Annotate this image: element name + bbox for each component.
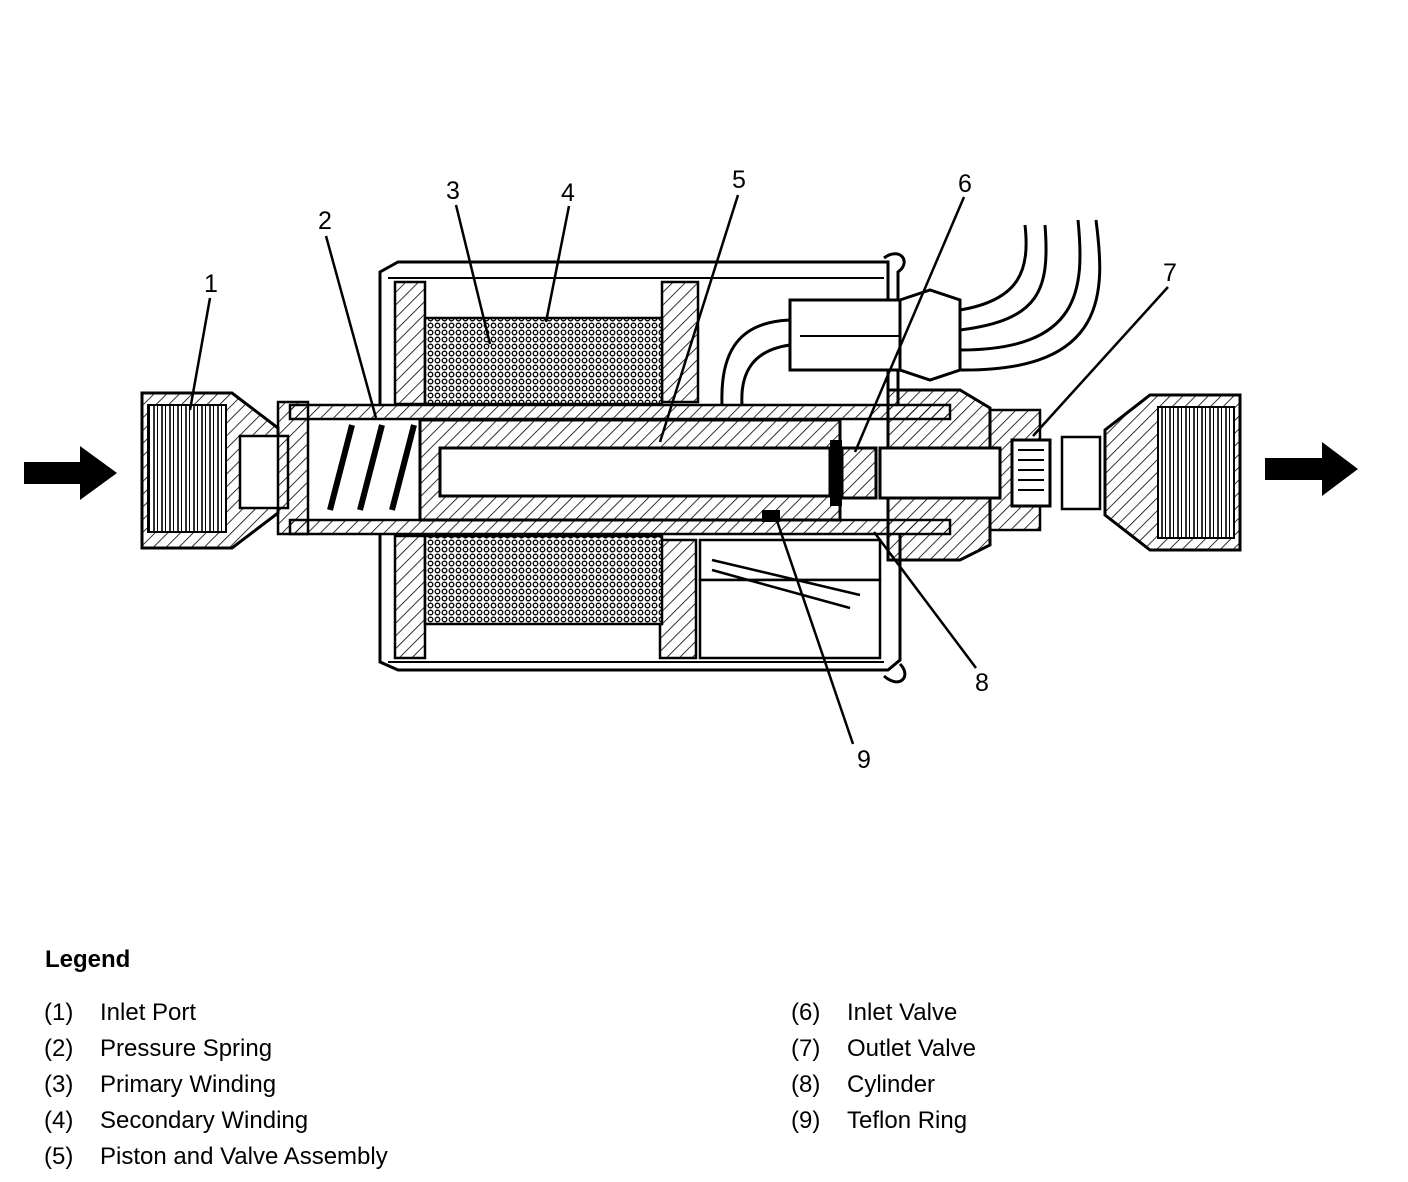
legend-item-label: Teflon Ring: [847, 1107, 968, 1134]
inlet-flow-arrow: [24, 446, 117, 500]
callout-7: 7: [1163, 259, 1177, 287]
legend-item: (8) Cylinder: [791, 1067, 976, 1103]
legend-item-number: (7): [791, 1035, 821, 1062]
legend-item-number: (1): [44, 999, 74, 1026]
fuel-pump-cross-section-diagram: 1 2 3 4 5 6 7 8 9: [24, 166, 1358, 774]
callout-5: 5: [732, 166, 746, 194]
piston-and-valve-assembly: [418, 418, 842, 522]
legend-item-label: Cylinder: [847, 1071, 936, 1098]
legend-item-number: (2): [44, 1035, 74, 1062]
legend-item: (4) Secondary Winding: [44, 1103, 388, 1139]
callout-6: 6: [958, 170, 972, 198]
legend-right-column: (6) Inlet Valve (7) Outlet Valve (8) Cylind…: [791, 995, 976, 1139]
legend-item: (6) Inlet Valve: [791, 995, 976, 1031]
legend-item: (1) Inlet Port: [44, 995, 388, 1031]
outlet-flow-arrow: [1265, 442, 1358, 496]
legend-item: (5) Piston and Valve Assembly: [44, 1139, 388, 1175]
outlet-valve: [878, 438, 1052, 508]
legend-item-number: (5): [44, 1143, 74, 1170]
callout-8: 8: [975, 669, 989, 697]
legend-item-label: Inlet Port: [100, 999, 197, 1026]
wire-leads: [720, 219, 1102, 406]
legend-left-column: (1) Inlet Port (2) Pressure Spring (3) Prim…: [44, 995, 388, 1175]
legend-item: (2) Pressure Spring: [44, 1031, 388, 1067]
legend-item-label: Primary Winding: [100, 1071, 277, 1098]
legend-item-label: Piston and Valve Assembly: [100, 1143, 388, 1170]
legend-item-number: (8): [791, 1071, 821, 1098]
legend-item-number: (9): [791, 1107, 821, 1134]
legend-item-number: (6): [791, 999, 821, 1026]
outlet-port: [1060, 393, 1242, 552]
cylinder: [288, 403, 952, 536]
legend-item-label: Secondary Winding: [100, 1107, 309, 1134]
legend-item-label: Inlet Valve: [847, 999, 958, 1026]
callout-4: 4: [561, 179, 575, 207]
legend-item-label: Pressure Spring: [100, 1035, 273, 1062]
legend-item: (9) Teflon Ring: [791, 1103, 976, 1139]
legend-title: Legend: [45, 946, 131, 973]
callout-9: 9: [857, 746, 871, 774]
electrical-connector: [788, 288, 962, 382]
legend-item-label: Outlet Valve: [847, 1035, 976, 1062]
inlet-valve: [840, 446, 878, 500]
legend-item-number: (3): [44, 1071, 74, 1098]
callout-1: 1: [204, 270, 218, 298]
inlet-port: [140, 391, 310, 550]
secondary-winding: [423, 534, 664, 626]
leader-lines: [188, 194, 1169, 745]
legend-item-number: (4): [44, 1107, 74, 1134]
primary-winding: [423, 316, 664, 406]
legend-item: (7) Outlet Valve: [791, 1031, 976, 1067]
callout-3: 3: [446, 177, 460, 205]
legend-item: (3) Primary Winding: [44, 1067, 388, 1103]
callout-2: 2: [318, 207, 332, 235]
pressure-spring: [327, 424, 417, 511]
